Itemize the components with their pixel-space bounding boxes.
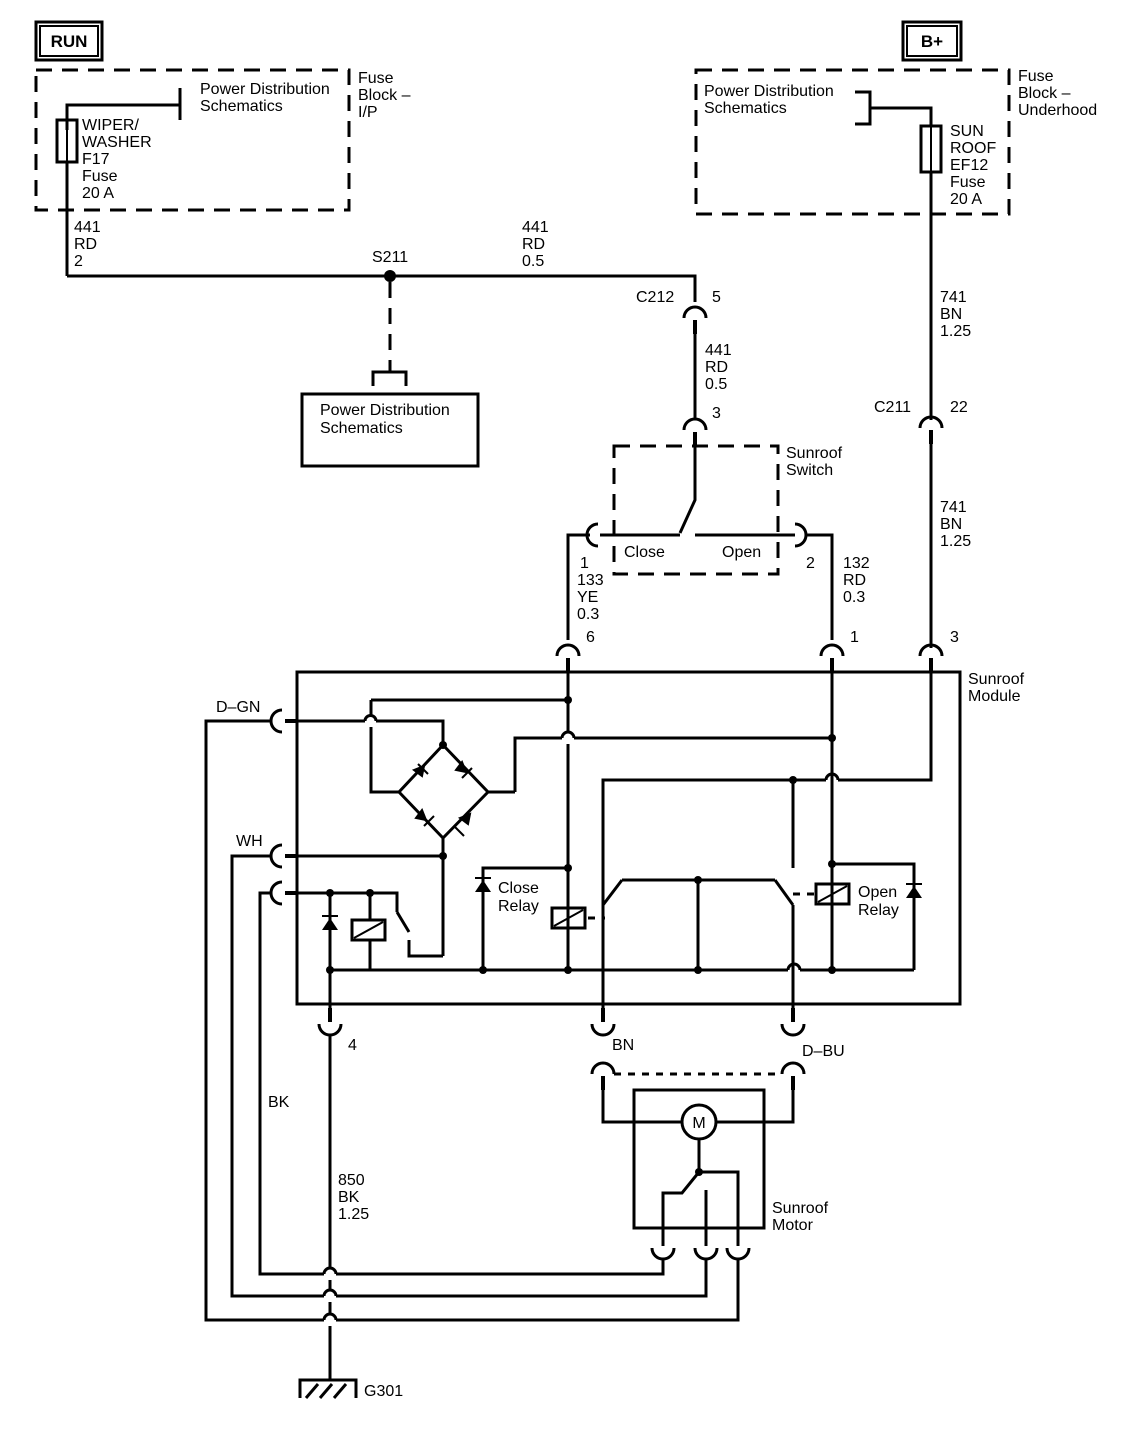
ip-block-line1: Fuse [358, 70, 394, 87]
pds-box-line2: Schematics [320, 420, 403, 437]
ground-label: G301 [364, 1383, 403, 1400]
switch-title1: Sunroof [786, 445, 843, 462]
w441-top-circuit: 441 [522, 219, 549, 236]
w741-mid-size: 1.25 [940, 533, 971, 550]
w441-left-circuit: 441 [74, 219, 101, 236]
bk-label: BK [268, 1094, 290, 1111]
w441-mid-color: RD [705, 359, 728, 376]
w441-mid-size: 0.5 [705, 376, 727, 393]
splice-label: S211 [372, 249, 408, 266]
switch-close: Close [624, 544, 665, 561]
uh-block-line3: Underhood [1018, 102, 1097, 119]
w850-circuit: 850 [338, 1172, 365, 1189]
ip-pds-line2: Schematics [200, 98, 283, 115]
uh-pds-line2: Schematics [704, 100, 787, 117]
fuse-block-ip: Power Distribution Schematics Fuse Block… [34, 68, 411, 276]
dbu-label: D–BU [802, 1043, 845, 1060]
sunroof-motor: M Sunroof Motor [601, 1088, 829, 1261]
motor-connectors: 4 BN D–BU [317, 1008, 845, 1090]
w132-color: RD [843, 572, 866, 589]
mod-pin4: 4 [348, 1037, 357, 1054]
w132-circuit: 132 [843, 555, 870, 572]
w133-circuit: 133 [577, 572, 604, 589]
switch-open: Open [722, 544, 761, 561]
module-input-connectors: 6 1 3 [555, 629, 959, 672]
ip-fuse-line2: WASHER [82, 134, 152, 151]
w741-top-size: 1.25 [940, 323, 971, 340]
c212-label: C212 [636, 289, 674, 306]
wh-label: WH [236, 833, 263, 850]
uh-fuse-line4: Fuse [950, 174, 986, 191]
ip-fuse-line1: WIPER/ [82, 117, 139, 134]
uh-fuse-line3: EF12 [950, 157, 988, 174]
motor-title2: Motor [772, 1217, 814, 1234]
sunroof-switch: Sunroof Switch Close Open [585, 444, 843, 576]
sw-pin2: 2 [806, 555, 815, 572]
ip-block-line3: I/P [358, 104, 378, 121]
module-title2: Module [968, 688, 1021, 705]
fuse-block-underhood: Power Distribution Schematics Fuse Block… [694, 68, 1097, 216]
ip-block-line2: Block – [358, 87, 411, 104]
wire-441: 441 RD 2 S211 441 RD 0.5 [67, 219, 697, 386]
ip-fuse-line4: Fuse [82, 168, 118, 185]
ip-fuse-line5: 20 A [82, 185, 114, 202]
wire-741: 741 BN 1.25 C211 22 741 BN 1.25 [874, 172, 971, 648]
w741-top-color: BN [940, 306, 962, 323]
pds-box: Power Distribution Schematics [300, 392, 480, 468]
w133-color: YE [577, 589, 598, 606]
bn-label: BN [612, 1037, 634, 1054]
w441-top-size: 0.5 [522, 253, 544, 270]
w133-size: 0.3 [577, 606, 599, 623]
module-title1: Sunroof [968, 671, 1025, 688]
open-relay-line1: Open [858, 884, 897, 901]
w441-left-size: 2 [74, 253, 83, 270]
w850-size: 1.25 [338, 1206, 369, 1223]
close-relay-line2: Relay [498, 898, 539, 915]
wire-133-132: 1 133 YE 0.3 2 132 RD 0.3 [566, 533, 870, 640]
ground-g301: G301 [298, 1378, 403, 1400]
return-wires: BK 850 BK 1.25 [204, 719, 740, 1380]
sunroof-module: Sunroof Module D–GN WH [216, 670, 1025, 1020]
w741-mid-color: BN [940, 516, 962, 533]
w441-left-color: RD [74, 236, 97, 253]
close-relay-line1: Close [498, 880, 539, 897]
w741-mid-circuit: 741 [940, 499, 967, 516]
w441-mid-circuit: 441 [705, 342, 732, 359]
uh-block-line2: Block – [1018, 85, 1071, 102]
open-relay-line2: Relay [858, 902, 899, 919]
mod-pin6: 6 [586, 629, 595, 646]
w132-size: 0.3 [843, 589, 865, 606]
ip-pds-line1: Power Distribution [200, 81, 330, 98]
run-label: RUN [51, 32, 88, 51]
ip-fuse-line3: F17 [82, 151, 110, 168]
c212-pin3: 3 [712, 405, 721, 422]
w850-color: BK [338, 1189, 360, 1206]
c212-pin: 5 [712, 289, 721, 306]
uh-pds-line1: Power Distribution [704, 83, 834, 100]
pds-box-line1: Power Distribution [320, 402, 450, 419]
dgn-label: D–GN [216, 699, 260, 716]
connector-c212: C212 5 441 RD 0.5 3 [636, 289, 732, 446]
w741-top-circuit: 741 [940, 289, 967, 306]
sw-pin1: 1 [580, 555, 589, 572]
c211-label: C211 [874, 399, 911, 416]
splice-s211 [384, 270, 396, 282]
run-tag: RUN [34, 20, 104, 62]
uh-fuse-line5: 20 A [950, 191, 982, 208]
c211-pin: 22 [950, 399, 968, 416]
w441-top-color: RD [522, 236, 545, 253]
bplus-label: B+ [921, 32, 943, 51]
mod-pin3: 3 [950, 629, 959, 646]
uh-block-line1: Fuse [1018, 68, 1054, 85]
uh-fuse-line2: ROOF [950, 140, 996, 157]
motor-symbol: M [692, 1115, 705, 1132]
switch-title2: Switch [786, 462, 833, 479]
mod-pin1: 1 [850, 629, 859, 646]
uh-fuse-line1: SUN [950, 123, 984, 140]
motor-title1: Sunroof [772, 1200, 829, 1217]
bplus-tag: B+ [901, 20, 963, 62]
